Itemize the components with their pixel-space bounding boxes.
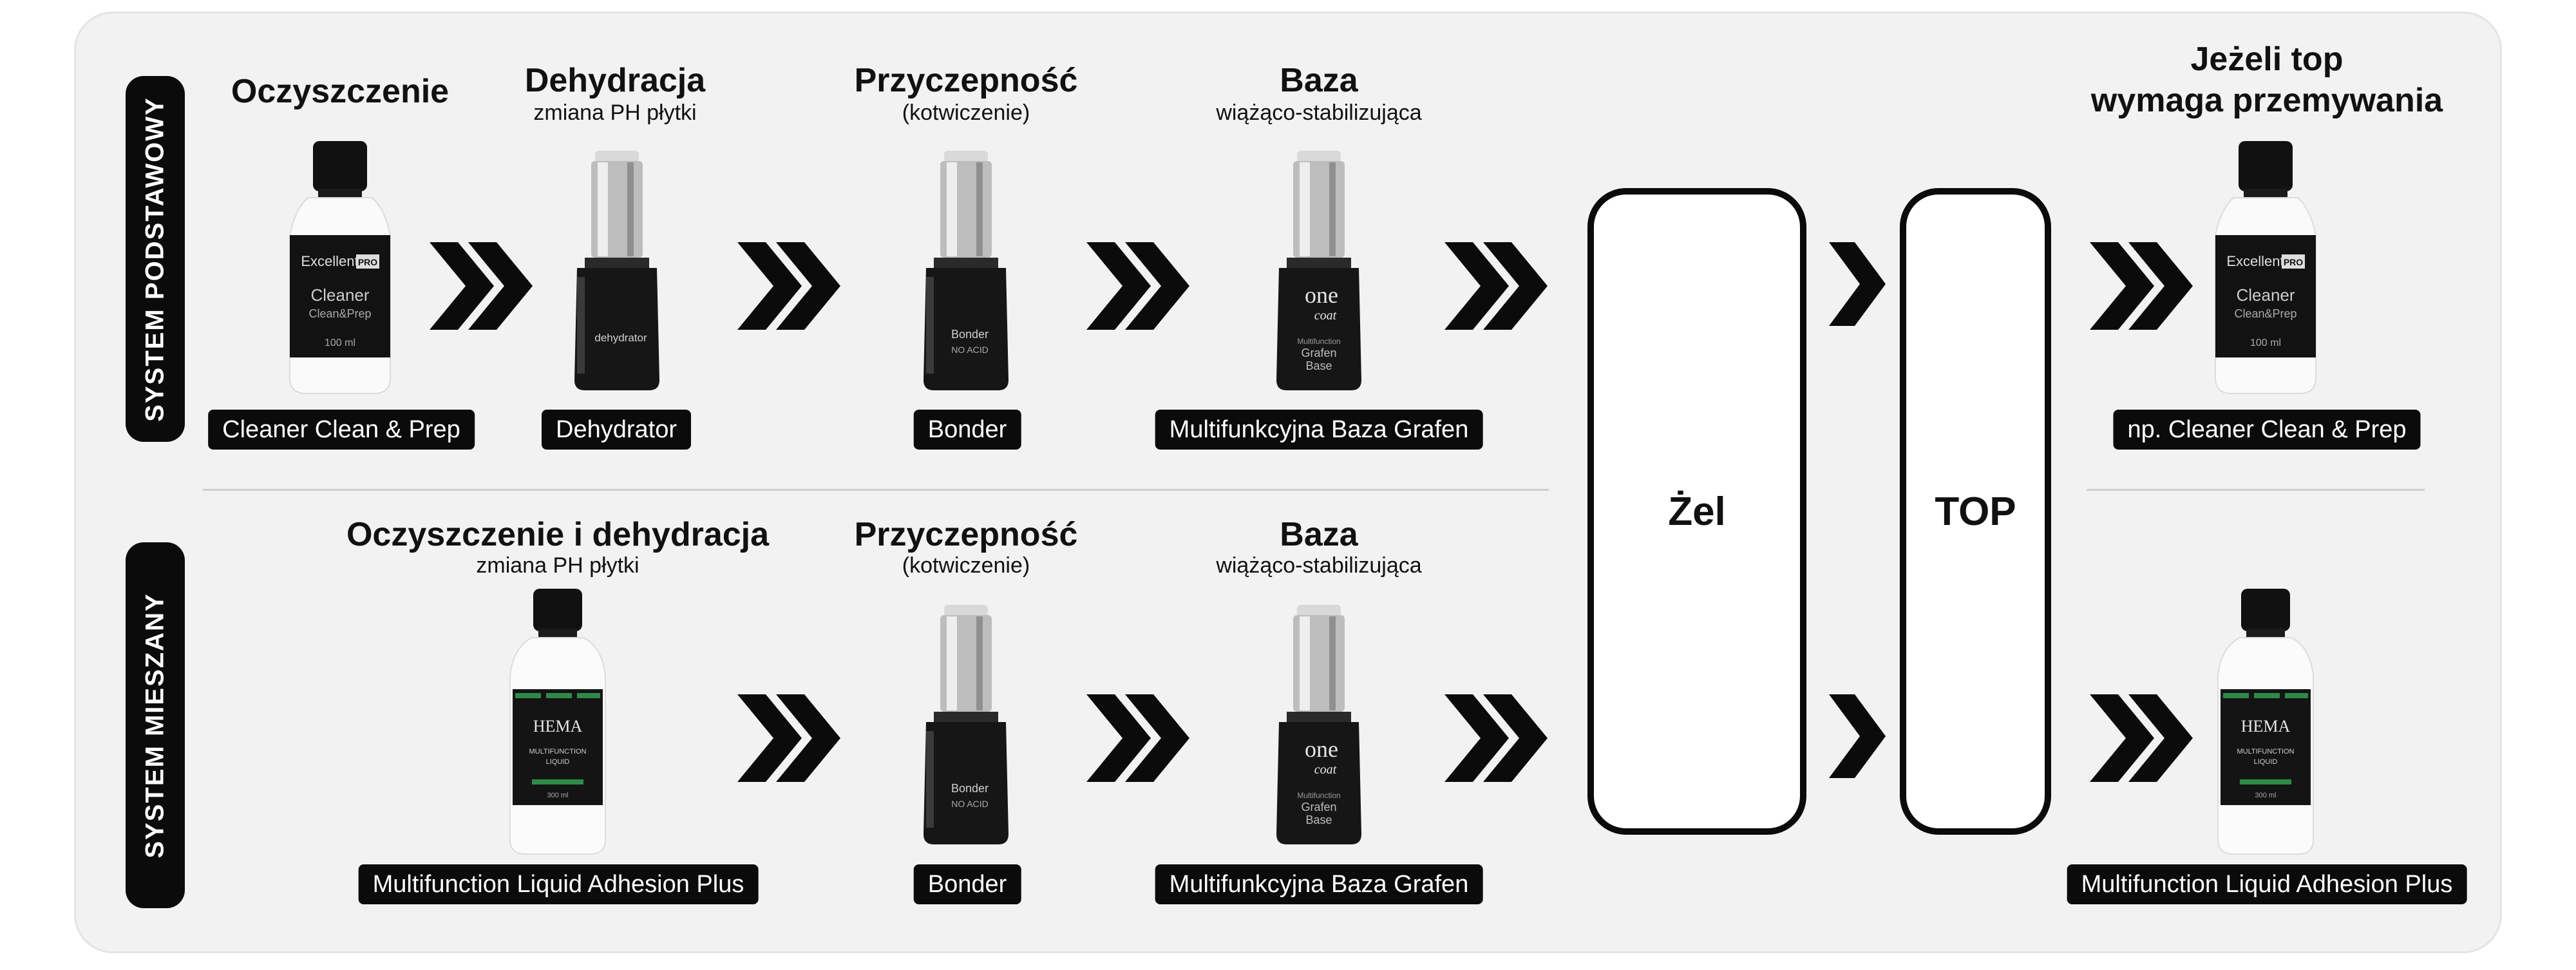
top-step4-bottle-line1: Multifunction [1297, 337, 1340, 346]
double-chevron-right-icon [2090, 694, 2193, 782]
bottom-step3-subtitle: wiążąco-stabilizująca [1216, 553, 1422, 578]
gel-stage-label: Żel [1668, 489, 1726, 534]
top-final-title-line2: wymaga przemywania [2090, 82, 2443, 119]
top-step4-bottle-logo: one [1305, 282, 1338, 308]
top-final-title-line1: Jeżeli top [2190, 41, 2344, 78]
top-step2-product-label: Dehydrator [542, 410, 691, 450]
system-label-basic: SYSTEM PODSTAWOWY [126, 76, 185, 442]
bottom-step1-bottle-volume: 300 ml [547, 792, 568, 799]
double-chevron-right-icon [1086, 694, 1189, 782]
bottom-final-bottle-line2: LIQUID [2254, 758, 2278, 766]
bottom-step3-product-label: Multifunkcyjna Baza Grafen [1155, 864, 1483, 904]
double-chevron-right-icon [737, 694, 840, 782]
double-chevron-right-icon [2090, 242, 2193, 330]
top-step1-product-label: Cleaner Clean & Prep [208, 410, 475, 450]
adhesion-plus-bottle-icon: HEMA MULTIFUNCTION LIQUID 300 ml [2217, 589, 2314, 855]
top-final-bottle-sub: Clean&Prep [2234, 307, 2297, 320]
top-stage-label: TOP [1935, 489, 2016, 534]
cleaner-bottle-icon: Excellent PRO Cleaner Clean&Prep 100 ml [289, 141, 391, 394]
bottom-step1-subtitle: zmiana PH płytki [476, 553, 639, 578]
bottom-step2-bottle-sub: NO ACID [951, 799, 989, 809]
top-step1-bottle-name: Cleaner [310, 285, 369, 305]
dehydrator-bottle-icon: dehydrator [574, 151, 659, 390]
top-step1-bottle-badge: PRO [358, 257, 377, 267]
top-final-bottle-badge: PRO [2284, 257, 2303, 267]
top-step3-title: Przyczepność [854, 62, 1078, 99]
bottom-step1-bottle-logo: HEMA [533, 717, 583, 736]
top-step4-subtitle: wiążąco-stabilizująca [1216, 100, 1422, 125]
top-final-product-label: np. Cleaner Clean & Prep [2113, 410, 2421, 450]
bonder-bottle-icon: Bonder NO ACID [923, 151, 1009, 390]
top-step4-bottle-line3: Base [1305, 359, 1332, 372]
bottom-step1-title: Oczyszczenie i dehydracja [346, 516, 770, 553]
chevron-right-icon [1829, 242, 1886, 326]
double-chevron-right-icon [1444, 694, 1548, 782]
adhesion-plus-bottle-icon: HEMA MULTIFUNCTION LIQUID 300 ml [509, 589, 606, 855]
chevron-right-icon [1829, 694, 1886, 778]
system-label-mixed: SYSTEM MIESZANY [126, 542, 185, 908]
bottom-step2-subtitle: (kotwiczenie) [902, 553, 1030, 578]
row-divider-right [2087, 489, 2425, 491]
cleaner-bottle-icon: Excellent PRO Cleaner Clean&Prep 100 ml [2215, 141, 2316, 394]
one-coat-base-bottle-icon: one coat Multifunction Grafen Base [1276, 605, 1361, 844]
bottom-final-bottle-line1: MULTIFUNCTION [2237, 748, 2294, 756]
top-step2-bottle-text: dehydrator [594, 332, 647, 344]
bottom-step3-bottle-line3: Base [1305, 813, 1332, 826]
double-chevron-right-icon [430, 242, 533, 330]
bottom-step3-bottle-line2: Grafen [1301, 801, 1336, 813]
top-step4-bottle-logo2: coat [1314, 309, 1337, 323]
top-step1-bottle-sub: Clean&Prep [308, 307, 371, 320]
gel-stage-box: Żel [1587, 188, 1806, 835]
top-step4-product-label: Multifunkcyjna Baza Grafen [1155, 410, 1483, 450]
top-final-bottle-brand: Excellent [2226, 253, 2284, 269]
top-step3-product-label: Bonder [913, 410, 1021, 450]
bottom-step2-title: Przyczepność [854, 516, 1078, 553]
bottom-step1-bottle-line1: MULTIFUNCTION [529, 748, 586, 756]
top-step4-title: Baza [1280, 62, 1358, 99]
bottom-step2-bottle-text: Bonder [951, 782, 989, 795]
bottom-step3-title: Baza [1280, 516, 1358, 553]
double-chevron-right-icon [737, 242, 840, 330]
system-label-basic-text: SYSTEM PODSTAWOWY [140, 96, 169, 422]
top-step2-subtitle: zmiana PH płytki [533, 100, 697, 125]
top-step2-title: Dehydracja [524, 62, 706, 99]
bonder-bottle-icon: Bonder NO ACID [923, 605, 1009, 844]
top-step4-bottle-line2: Grafen [1301, 347, 1336, 359]
bottom-final-bottle-volume: 300 ml [2255, 792, 2276, 799]
bottom-step3-bottle-logo2: coat [1314, 763, 1337, 777]
double-chevron-right-icon [1086, 242, 1189, 330]
top-step1-title: Oczyszczenie [231, 73, 450, 110]
top-stage-box: TOP [1900, 188, 2051, 835]
row-divider-left [203, 489, 1549, 491]
bottom-final-bottle-logo: HEMA [2241, 717, 2291, 736]
top-step1-bottle-volume: 100 ml [325, 338, 355, 348]
bottom-step1-product-label: Multifunction Liquid Adhesion Plus [358, 864, 759, 904]
bottom-step3-bottle-logo: one [1305, 736, 1338, 762]
top-step3-bottle-text: Bonder [951, 328, 989, 341]
top-step1-bottle-brand: Excellent [301, 253, 358, 269]
top-step3-bottle-sub: NO ACID [951, 345, 989, 355]
bottom-final-product-label: Multifunction Liquid Adhesion Plus [2067, 864, 2467, 904]
bottom-step1-bottle-line2: LIQUID [546, 758, 570, 766]
double-chevron-right-icon [1444, 242, 1548, 330]
system-label-mixed-text: SYSTEM MIESZANY [140, 592, 169, 859]
top-step3-subtitle: (kotwiczenie) [902, 100, 1030, 125]
bottom-step3-bottle-line1: Multifunction [1297, 791, 1340, 800]
one-coat-base-bottle-icon: one coat Multifunction Grafen Base [1276, 151, 1361, 390]
bottom-step2-product-label: Bonder [913, 864, 1021, 904]
top-final-bottle-name: Cleaner [2236, 285, 2295, 305]
top-final-bottle-volume: 100 ml [2250, 338, 2281, 348]
